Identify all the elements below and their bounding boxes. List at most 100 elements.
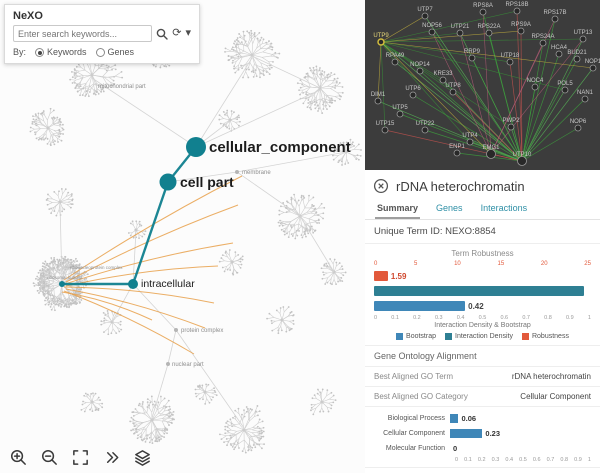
network-node-label[interactable]: UTP6 bbox=[405, 86, 421, 92]
network-node-NOP56[interactable] bbox=[428, 28, 436, 36]
zoom-in-button[interactable] bbox=[6, 446, 30, 468]
network-node-label[interactable]: KRE33 bbox=[433, 71, 453, 77]
radio-keywords-icon[interactable] bbox=[35, 47, 45, 57]
tab-summary[interactable]: Summary bbox=[375, 200, 421, 219]
network-node-label[interactable]: RRP9 bbox=[464, 49, 481, 55]
network-node-label[interactable]: UTP4 bbox=[462, 133, 478, 139]
network-node-UTP5[interactable] bbox=[396, 110, 404, 118]
zoom-out-button[interactable] bbox=[37, 446, 61, 468]
network-node-PWP2[interactable] bbox=[507, 123, 515, 131]
search-icon[interactable] bbox=[156, 28, 168, 40]
network-node-label[interactable]: RPS8A bbox=[473, 3, 493, 9]
network-node-UTP7[interactable] bbox=[421, 12, 429, 20]
ontology-node-intracellular[interactable] bbox=[128, 279, 138, 289]
network-node-POL5[interactable] bbox=[561, 86, 569, 94]
network-node-label[interactable]: NOP14 bbox=[410, 62, 430, 68]
network-node-UTP4[interactable] bbox=[466, 138, 474, 146]
gene-network-canvas[interactable]: UTP7 RPS8A RPS18B RPS17B UTP9 NOP56 UTP21 RPS22… bbox=[365, 0, 600, 170]
network-node-RPS18B[interactable] bbox=[513, 7, 521, 15]
expand-button[interactable] bbox=[99, 446, 123, 468]
network-node-label[interactable]: ENP1 bbox=[449, 144, 465, 150]
network-node-UTP18[interactable] bbox=[506, 58, 514, 66]
tree-node-label[interactable]: mitochondrial part bbox=[98, 84, 146, 90]
network-node-label[interactable]: UTP10 bbox=[513, 152, 532, 158]
tree-node-label[interactable]: membrane bbox=[242, 170, 271, 176]
search-mode-option-genes[interactable]: Genes bbox=[95, 47, 134, 57]
network-node-NOC4[interactable] bbox=[531, 83, 539, 91]
network-node-label[interactable]: DIM1 bbox=[371, 92, 386, 98]
network-node-NAN1[interactable] bbox=[581, 95, 589, 103]
search-input[interactable] bbox=[13, 25, 153, 42]
ontology-node-label[interactable]: intracellular bbox=[141, 278, 195, 290]
network-node-RPA49[interactable] bbox=[391, 58, 399, 66]
tree-node-label[interactable]: ribosomal subunit bbox=[47, 275, 83, 280]
network-node-RPS17B[interactable] bbox=[551, 15, 559, 23]
network-node-RPS9A[interactable] bbox=[517, 27, 525, 35]
network-node-label[interactable]: RPS24A bbox=[531, 34, 554, 40]
tab-genes[interactable]: Genes bbox=[436, 203, 463, 213]
tab-interactions[interactable]: Interactions bbox=[480, 203, 528, 213]
network-node-HCA4[interactable] bbox=[555, 50, 563, 58]
layers-button[interactable] bbox=[130, 446, 154, 468]
network-node-label[interactable]: HCA4 bbox=[551, 45, 568, 51]
network-node-ENP1[interactable] bbox=[453, 149, 461, 157]
network-node-UTP15[interactable] bbox=[381, 126, 389, 134]
network-node-label[interactable]: NOP6 bbox=[570, 119, 587, 125]
close-icon[interactable] bbox=[373, 178, 389, 194]
refresh-icon[interactable]: ⟳ bbox=[172, 27, 182, 39]
network-node-RPS8A[interactable] bbox=[479, 8, 487, 16]
network-node-EMG1[interactable] bbox=[486, 149, 496, 159]
ontology-node-cell-part[interactable] bbox=[159, 173, 177, 191]
caret-down-icon[interactable]: ▾ bbox=[185, 27, 191, 39]
network-node-label[interactable]: UTP22 bbox=[416, 121, 435, 127]
tree-node-label[interactable]: ribonucleoprotein complex bbox=[70, 265, 123, 270]
network-node-label[interactable]: RPS22A bbox=[477, 24, 500, 30]
network-node-RPS22A[interactable] bbox=[485, 29, 493, 37]
network-node-label[interactable]: UTP8 bbox=[445, 83, 461, 89]
network-node-label[interactable]: PWP2 bbox=[502, 118, 520, 124]
ontology-node-cellular-component[interactable] bbox=[186, 137, 206, 157]
network-node-label[interactable]: UTP9 bbox=[373, 33, 389, 39]
network-node-label[interactable]: EMG1 bbox=[482, 145, 500, 151]
radio-genes-icon[interactable] bbox=[95, 47, 105, 57]
network-node-label[interactable]: NOP1 bbox=[585, 59, 600, 65]
network-node-UTP21[interactable] bbox=[456, 29, 464, 37]
network-node-NOP6[interactable] bbox=[574, 124, 582, 132]
network-node-label[interactable]: NAN1 bbox=[577, 90, 594, 96]
network-node-label[interactable]: UTP5 bbox=[392, 105, 408, 111]
network-node-label[interactable]: UTP18 bbox=[501, 53, 520, 59]
network-node-label[interactable]: RPS17B bbox=[543, 10, 566, 16]
tree-node-label[interactable]: protein complex bbox=[181, 328, 223, 334]
network-node-UTP13[interactable] bbox=[579, 35, 587, 43]
network-node-label[interactable]: RPS9A bbox=[511, 22, 531, 28]
network-node-NOP1[interactable] bbox=[589, 64, 597, 72]
network-node-UTP9[interactable] bbox=[377, 38, 385, 46]
network-node-label[interactable]: UTP7 bbox=[417, 7, 433, 13]
network-node-RRP9[interactable] bbox=[468, 54, 476, 62]
network-node-label[interactable]: POL5 bbox=[557, 81, 573, 87]
network-node-RPS24A[interactable] bbox=[539, 39, 547, 47]
ontology-node-label[interactable]: cellular_component bbox=[209, 139, 351, 156]
ontology-tree-canvas[interactable]: mitochondrial part membrane protein comple… bbox=[0, 0, 365, 473]
network-node-KRE33[interactable] bbox=[439, 76, 447, 84]
network-node-label[interactable]: RPA49 bbox=[386, 53, 405, 59]
network-node-label[interactable]: NOP56 bbox=[422, 23, 442, 29]
network-node-UTP10[interactable] bbox=[517, 156, 527, 166]
network-node-label[interactable]: UTP21 bbox=[451, 24, 470, 30]
network-node-DIM1[interactable] bbox=[374, 97, 382, 105]
highlighted-cluster-node[interactable] bbox=[59, 281, 65, 287]
network-node-label[interactable]: RPS18B bbox=[505, 2, 528, 8]
network-node-NOP14[interactable] bbox=[416, 67, 424, 75]
network-node-label[interactable]: UTP15 bbox=[376, 121, 395, 127]
network-node-UTP6[interactable] bbox=[409, 91, 417, 99]
network-node-BUD21[interactable] bbox=[573, 55, 581, 63]
network-node-UTP22[interactable] bbox=[421, 126, 429, 134]
network-node-label[interactable]: UTP13 bbox=[574, 30, 593, 36]
tree-node-label[interactable]: nuclear part bbox=[172, 362, 204, 368]
network-node-label[interactable]: NOC4 bbox=[527, 78, 544, 84]
network-node-label[interactable]: BUD21 bbox=[567, 50, 587, 56]
fit-to-screen-button[interactable] bbox=[68, 446, 92, 468]
ontology-node-label[interactable]: cell part bbox=[180, 174, 234, 190]
search-mode-option-keywords[interactable]: Keywords bbox=[35, 47, 87, 57]
network-node-UTP8[interactable] bbox=[449, 88, 457, 96]
